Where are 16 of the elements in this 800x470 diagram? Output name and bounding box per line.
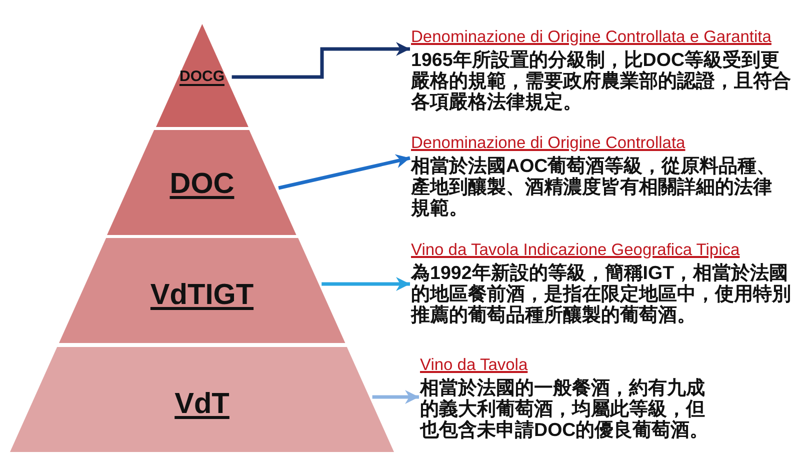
arrow — [278, 154, 410, 190]
arrow — [232, 42, 410, 79]
tier-label: VdTIGT — [150, 278, 254, 312]
tier-label: DOCG — [179, 68, 224, 86]
description-text: 為1992年新設的等級，簡稱IGT，相當於法國的地區餐前酒，是指在限定地區中，使用特別推薦的葡萄品種所釀製的葡萄酒。 — [411, 262, 792, 325]
tier-label: DOC — [170, 168, 234, 201]
heading: Denominazione di Origine Controllata e Garantita — [411, 28, 772, 47]
heading: Vino da Tavola — [420, 356, 528, 375]
arrow — [372, 390, 419, 404]
description-text: 相當於法國AOC葡萄酒等級，從原料品種、產地到釀製、酒精濃度皆有相關詳細的法律規範。 — [411, 155, 777, 218]
heading: Vino da Tavola Indicazione Geografica Tipica — [411, 241, 740, 260]
heading: Denominazione di Origine Controllata — [411, 134, 686, 153]
tier-label: VdT — [174, 388, 230, 421]
arrow — [322, 277, 410, 291]
description-text: 1965年所設置的分級制，比DOC等級受到更嚴格的規範，需要政府農業部的認證，且符合各項嚴格法律規定。 — [411, 49, 791, 112]
description-text: 相當於法國的一般餐酒，約有九成的義大利葡萄酒，均屬此等級，但也包含未申請DOC的優良葡萄酒。 — [420, 377, 710, 440]
